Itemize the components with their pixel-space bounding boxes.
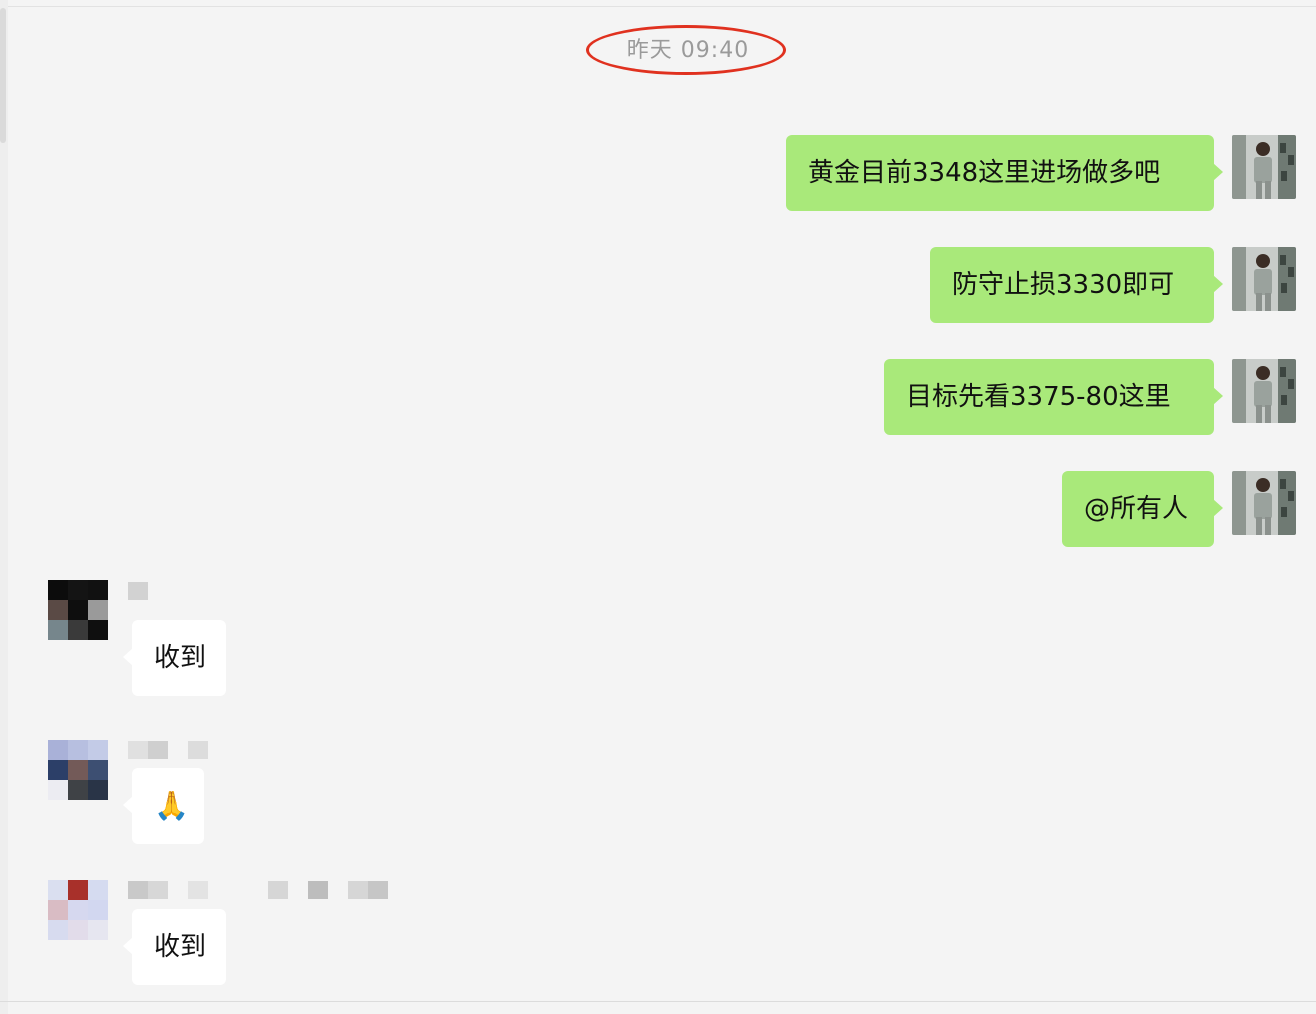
message-text: @所有人 bbox=[1084, 494, 1189, 524]
outgoing-message-bubble[interactable]: @所有人 bbox=[1062, 471, 1223, 547]
avatar-photo-icon[interactable] bbox=[1232, 135, 1296, 199]
message-text: 目标先看3375-80这里 bbox=[906, 382, 1171, 412]
outgoing-message-bubble[interactable]: 目标先看3375-80这里 bbox=[884, 359, 1223, 435]
outgoing-message-bubble[interactable]: 黄金目前3348这里进场做多吧 bbox=[786, 135, 1223, 211]
incoming-message-bubble[interactable]: 🙏 bbox=[123, 768, 204, 844]
left-edge bbox=[0, 0, 8, 1014]
sender-name-blurred bbox=[128, 582, 148, 600]
scrollbar-thumb[interactable] bbox=[0, 8, 6, 143]
avatar-photo-icon[interactable] bbox=[1232, 247, 1296, 311]
avatar-photo-icon[interactable] bbox=[1232, 471, 1296, 535]
outgoing-message-bubble[interactable]: 防守止损3330即可 bbox=[930, 247, 1223, 323]
avatar-mosaic-icon[interactable] bbox=[48, 880, 108, 940]
bottom-divider bbox=[0, 1001, 1316, 1002]
folded-hands-icon: 🙏 bbox=[154, 789, 189, 822]
avatar-mosaic-icon[interactable] bbox=[48, 580, 108, 640]
incoming-message-bubble[interactable]: 收到 bbox=[123, 620, 226, 696]
top-divider bbox=[0, 6, 1316, 7]
sender-name-blurred bbox=[128, 881, 388, 899]
incoming-message-bubble[interactable]: 收到 bbox=[123, 909, 226, 985]
sender-name-blurred bbox=[128, 741, 208, 759]
message-text: 黄金目前3348这里进场做多吧 bbox=[808, 158, 1161, 188]
message-text: 收到 bbox=[154, 932, 207, 962]
avatar-photo-icon[interactable] bbox=[1232, 359, 1296, 423]
message-text: 防守止损3330即可 bbox=[952, 270, 1175, 300]
avatar-mosaic-icon[interactable] bbox=[48, 740, 108, 800]
message-text: 收到 bbox=[154, 643, 207, 673]
annotation-ring bbox=[586, 25, 786, 75]
